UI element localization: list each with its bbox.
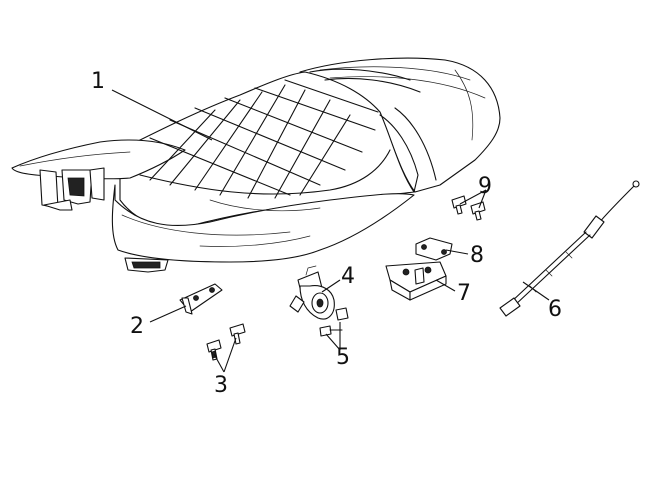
callout-1: 1 <box>91 69 105 94</box>
leader-lines <box>111 89 550 373</box>
seat-catch-bracket-part <box>385 261 447 301</box>
small-bolts-part <box>451 195 486 221</box>
seat-lock-cable-part <box>499 180 640 317</box>
screws-part <box>319 307 349 337</box>
seat-stitch-pattern <box>139 79 391 199</box>
callout-2: 2 <box>130 314 144 339</box>
bracket-part <box>179 283 223 315</box>
seat-assembly <box>11 57 501 273</box>
callout-7: 7 <box>457 281 471 306</box>
callout-9: 9 <box>478 174 492 199</box>
callout-8: 8 <box>470 243 484 268</box>
seat-lock-part <box>289 265 335 320</box>
callout-4: 4 <box>341 264 355 289</box>
callout-6: 6 <box>548 297 562 322</box>
plate-part <box>415 237 453 261</box>
bolts-part <box>206 323 246 361</box>
callout-3: 3 <box>214 373 228 398</box>
callout-labels: 1 2 3 4 5 6 7 8 9 <box>91 69 562 398</box>
callout-5: 5 <box>336 345 350 370</box>
